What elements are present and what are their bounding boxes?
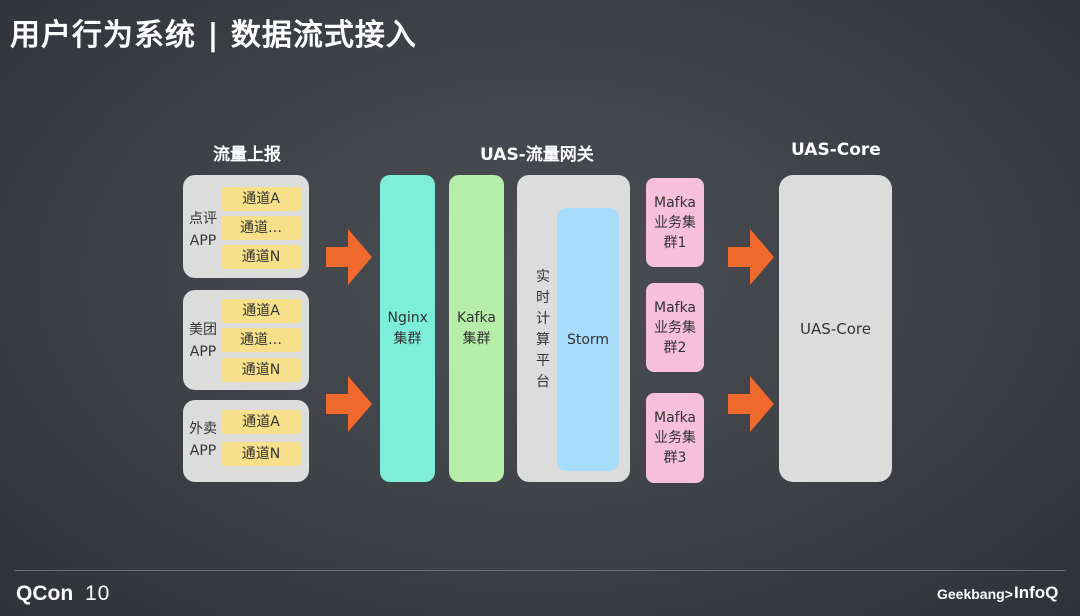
mafka-cluster-3: Mafka业务集群3 (646, 393, 704, 483)
mafka-cluster-1: Mafka业务集群1 (646, 178, 704, 267)
realtime-compute-platform: 实时计算平台 Storm (517, 175, 630, 482)
section-label-report: 流量上报 (213, 145, 281, 165)
app-group-meituan: 美团APP 通道A 通道… 通道N (183, 290, 309, 390)
footer-divider (14, 570, 1066, 571)
channel-box: 通道A (221, 187, 301, 211)
arrow-right-icon (728, 229, 774, 285)
kafka-cluster-box: Kafka集群 (449, 175, 504, 482)
mafka-cluster-label: Mafka业务集群3 (653, 410, 697, 466)
channel-box: 通道A (221, 299, 301, 323)
qcon-badge: 10 (85, 582, 111, 605)
app-name: 点评APP (189, 211, 217, 249)
channel-box: 通道N (221, 245, 301, 269)
kafka-cluster-label: Kafka集群 (457, 309, 496, 347)
compute-platform-label: 实时计算平台 (536, 269, 550, 390)
uas-core-label: UAS-Core (800, 319, 871, 338)
arrow-right-icon (326, 229, 372, 285)
channel-box: 通道… (221, 216, 301, 240)
app-group-waimai: 外卖APP 通道A 通道N (183, 400, 309, 482)
infoq-logo: InfoQ (1014, 583, 1059, 602)
mafka-cluster-label: Mafka业务集群2 (653, 299, 697, 356)
arrow-right-icon (728, 376, 774, 432)
qcon-logo: QCon 10 (16, 582, 110, 606)
mafka-cluster-label: Mafka业务集群1 (653, 194, 697, 251)
section-label-gateway: UAS-流量网关 (480, 145, 594, 165)
qcon-brand: QCon (16, 582, 74, 605)
storm-box: Storm (557, 208, 619, 471)
section-label-core: UAS-Core (791, 140, 881, 160)
channel-box: 通道… (221, 328, 301, 352)
mafka-cluster-2: Mafka业务集群2 (646, 283, 704, 372)
channel-box: 通道N (221, 358, 301, 382)
page-title: 用户行为系统 | 数据流式接入 (10, 18, 417, 53)
app-name: 外卖APP (189, 421, 217, 459)
geekbang-logo: Geekbang> (937, 586, 1013, 602)
app-group-dianping: 点评APP 通道A 通道… 通道N (183, 175, 309, 278)
channel-box: 通道A (221, 410, 301, 434)
nginx-cluster-box: Nginx集群 (380, 175, 435, 482)
uas-core-box: UAS-Core (779, 175, 892, 482)
storm-label: Storm (566, 331, 610, 348)
nginx-cluster-label: Nginx集群 (387, 309, 428, 347)
channel-box: 通道N (221, 442, 301, 466)
arrow-right-icon (326, 376, 372, 432)
app-name: 美团APP (189, 322, 217, 360)
